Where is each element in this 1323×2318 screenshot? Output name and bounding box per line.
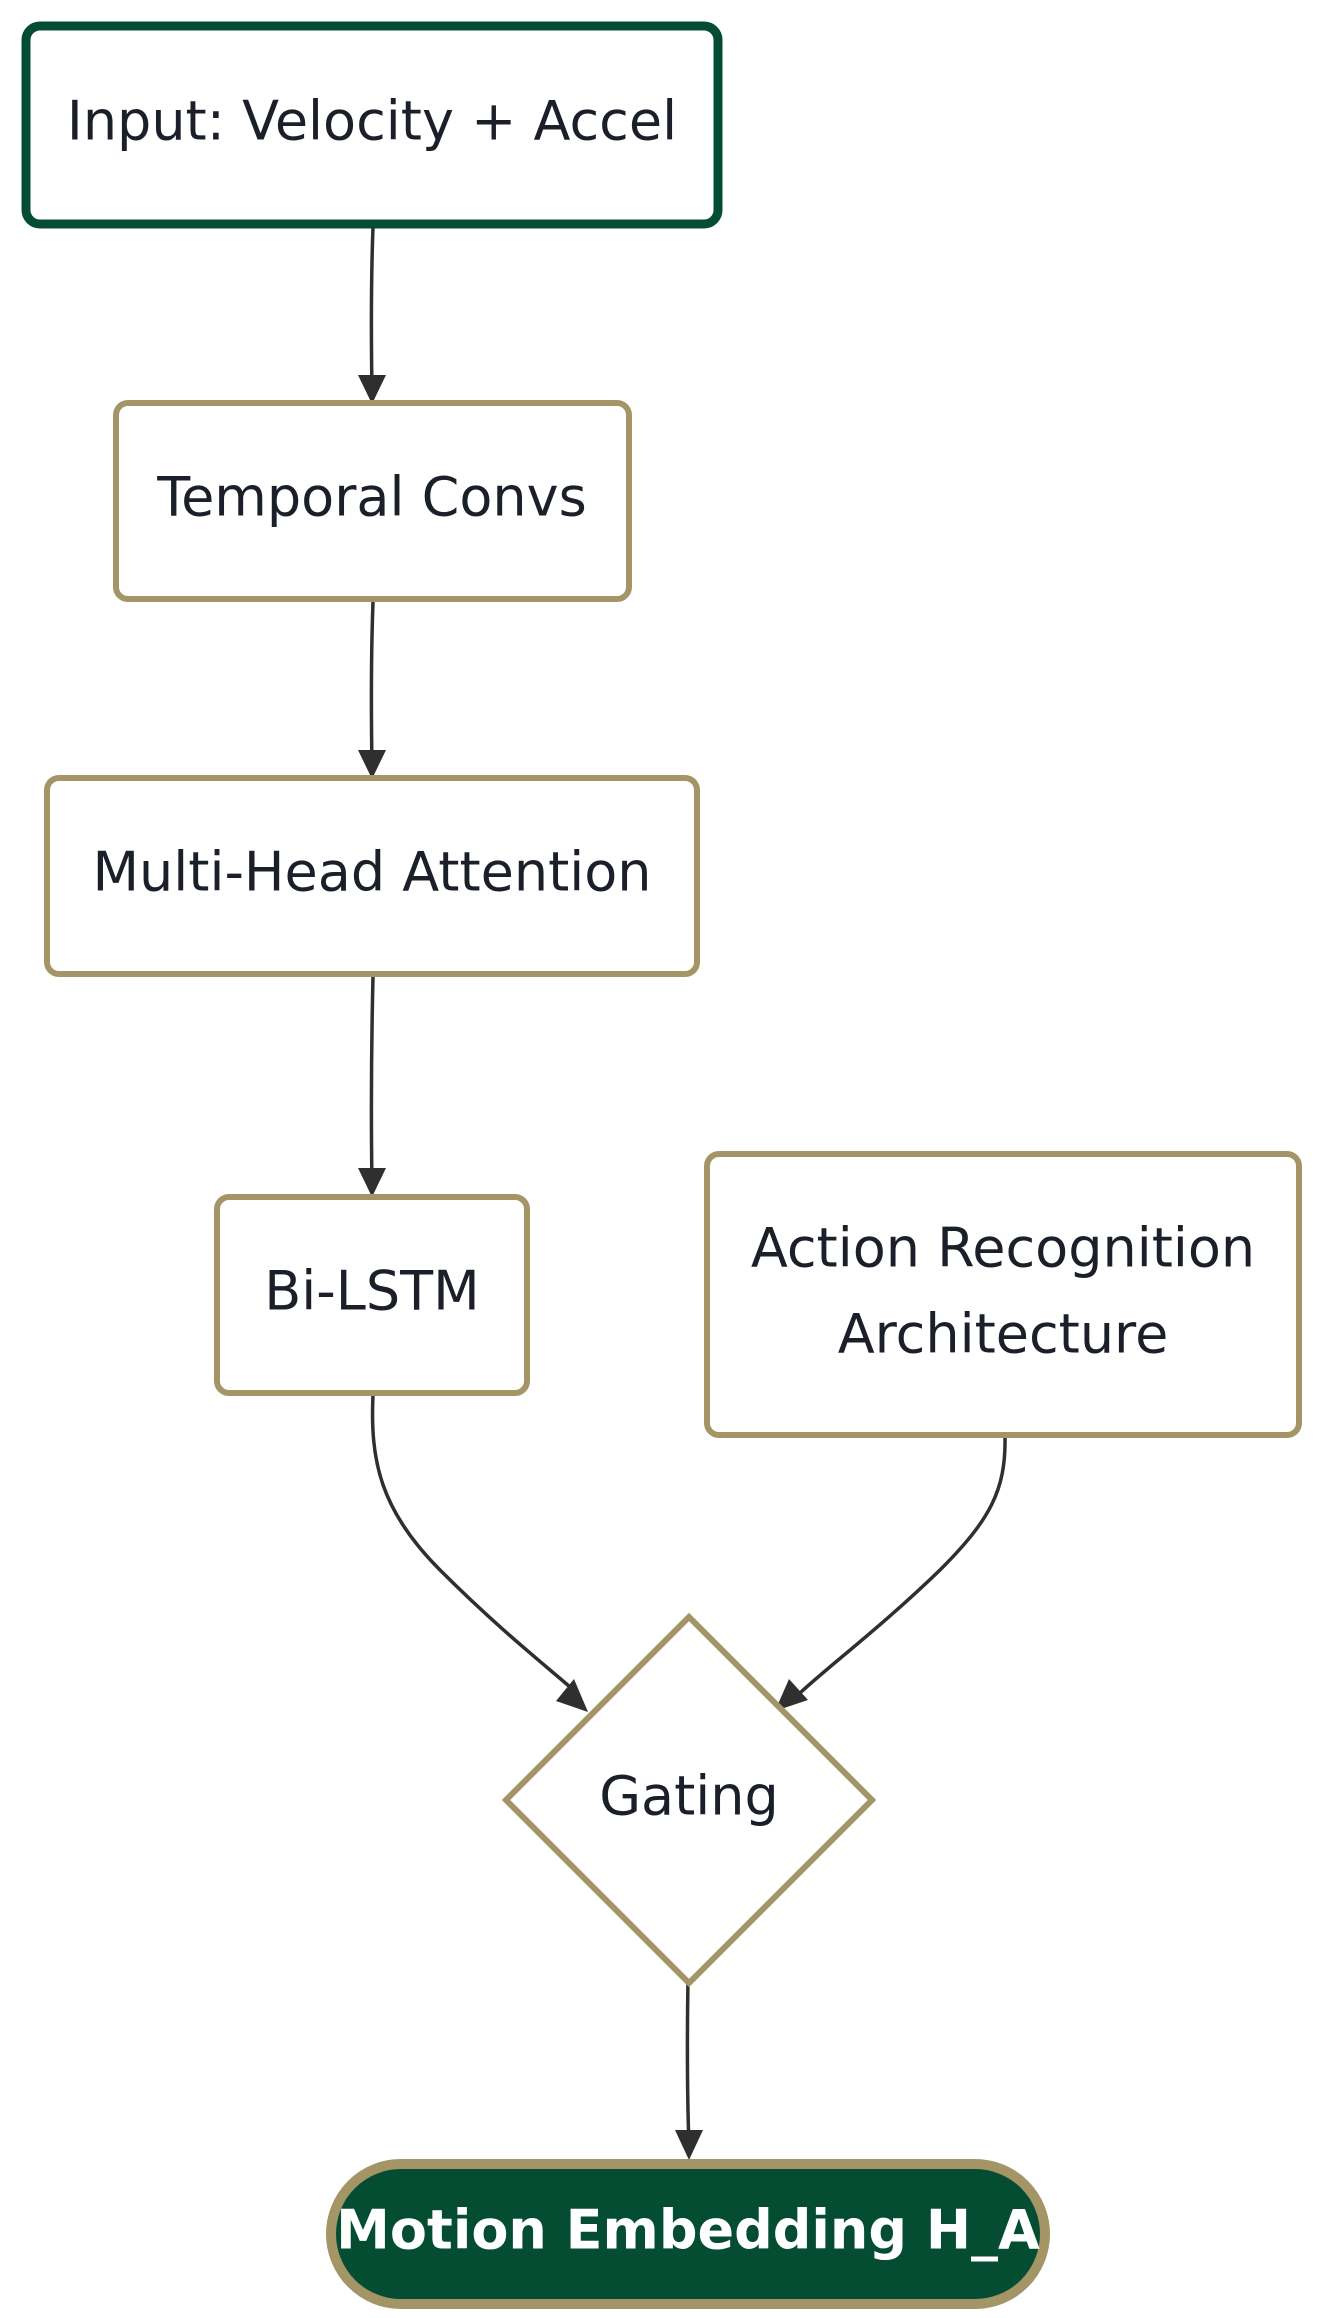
node-action-recognition[interactable]: Action Recognition Architecture xyxy=(704,1151,1302,1438)
node-action-recognition-label-line2: Architecture xyxy=(838,1303,1169,1366)
edge-gating-to-motion-embedding xyxy=(685,1979,691,2148)
node-input-label: Input: Velocity + Accel xyxy=(67,90,677,153)
edge-attention-to-bi-lstm xyxy=(369,976,375,1186)
node-multi-head-attention-label: Multi-Head Attention xyxy=(92,841,651,904)
node-gating-diamond xyxy=(501,1612,877,1988)
edge-input-to-temporal-convs xyxy=(369,226,375,393)
node-bi-lstm-label: Bi-LSTM xyxy=(264,1260,479,1323)
node-input[interactable]: Input: Velocity + Accel xyxy=(21,21,723,229)
node-multi-head-attention-box xyxy=(44,775,700,977)
node-action-recognition-box xyxy=(704,1151,1302,1438)
node-gating-label: Gating xyxy=(599,1765,779,1828)
arrowhead-attention xyxy=(358,750,386,779)
node-multi-head-attention[interactable]: Multi-Head Attention xyxy=(44,775,700,977)
node-bi-lstm[interactable]: Bi-LSTM xyxy=(214,1194,530,1396)
node-motion-embedding-box xyxy=(326,2159,1050,2309)
edge-temporal-convs-to-attention xyxy=(369,601,375,768)
arrowhead-temporal-convs xyxy=(358,375,386,404)
edges xyxy=(358,226,1007,2160)
node-bi-lstm-box xyxy=(214,1194,530,1396)
edge-bi-lstm-to-gating xyxy=(370,1394,579,1695)
node-action-recognition-label-line1: Action Recognition xyxy=(751,1217,1255,1280)
arrowhead-gating-left xyxy=(556,1679,588,1712)
node-motion-embedding-label: Motion Embedding H_A xyxy=(336,2199,1040,2262)
node-motion-embedding[interactable]: Motion Embedding H_A xyxy=(326,2159,1050,2309)
arrowhead-gating-right xyxy=(775,1679,808,1711)
edge-action-recognition-to-gating xyxy=(798,1436,1007,1695)
node-temporal-convs[interactable]: Temporal Convs xyxy=(113,400,632,602)
arrowhead-motion-embedding xyxy=(675,2130,703,2160)
node-temporal-convs-box xyxy=(113,400,632,602)
node-input-box xyxy=(21,21,723,229)
node-temporal-convs-label: Temporal Convs xyxy=(156,466,586,529)
node-gating[interactable]: Gating xyxy=(501,1612,877,1988)
arrowhead-bi-lstm xyxy=(358,1168,386,1197)
